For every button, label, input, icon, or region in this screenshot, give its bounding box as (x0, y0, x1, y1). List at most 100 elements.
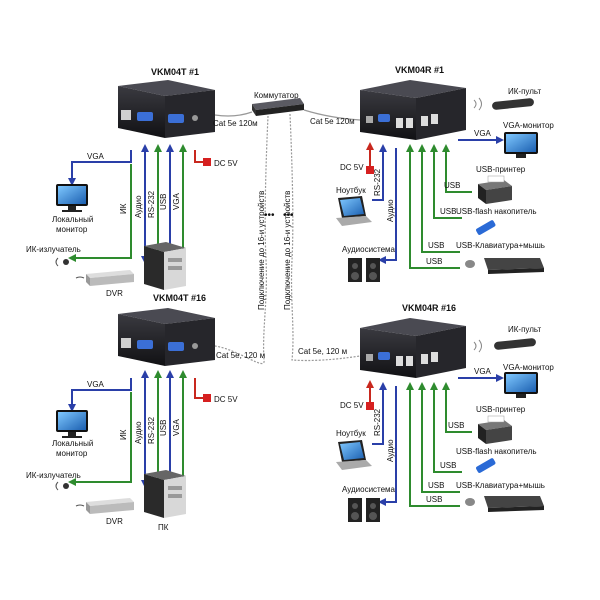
rx1-usb-label-2: USB (440, 207, 456, 216)
switch-label: Коммутатор (254, 91, 299, 100)
vga-monitor-label-1: VGA-монитор (503, 121, 554, 130)
usb-kbd-label-1: USB-Клавиатура+мышь (456, 241, 545, 250)
dc-power-plug (366, 166, 374, 174)
usb-flash-1 (476, 220, 496, 235)
usb-printer-16 (478, 415, 512, 444)
usb-flash-label-1: USB-flash накопитель (456, 207, 537, 216)
rx16-signals (366, 374, 504, 507)
svg-text:•••: ••• (264, 210, 275, 221)
vga-monitor-1 (504, 132, 538, 158)
tx1-cable-label: Cat 5e 120м (213, 119, 258, 128)
usb-port (431, 114, 438, 124)
usb-printer-1 (478, 175, 512, 204)
speakers-1 (348, 258, 380, 282)
vga-port (168, 342, 184, 351)
rx1-title: VKM04R #1 (395, 65, 444, 75)
dvr-label-1: DVR (106, 289, 123, 298)
tx16-usb-label: USB (159, 420, 168, 436)
local-monitor-1 (56, 184, 88, 212)
svg-text:•••: ••• (283, 210, 294, 221)
usb-printer-label-16: USB-принтер (476, 405, 526, 414)
rx16-usb-label-2: USB (440, 461, 456, 470)
laptop-label-1: Ноутбук (336, 186, 366, 195)
rx16-usb-label-4: USB (426, 495, 442, 504)
tx1-vga2-label: VGA (172, 192, 181, 210)
speakers-label-16: Аудиосистема (342, 485, 396, 494)
vga-port (137, 340, 153, 349)
usb-keyboard-mouse-16 (465, 496, 544, 512)
usb-keyboard-mouse-1 (465, 258, 544, 274)
ir-remote-1 (473, 97, 534, 111)
dc-power-plug (366, 402, 374, 410)
laptop-16 (336, 440, 372, 470)
usb-flash-label-16: USB-flash накопитель (456, 447, 537, 456)
usb-kbd-label-16: USB-Клавиатура+мышь (456, 481, 545, 490)
rx1-unit: VKM04R #1 (360, 65, 466, 140)
laptop-label-16: Ноутбук (336, 429, 366, 438)
tx16-cable-label: Cat 5e, 120 м (216, 351, 265, 360)
tx16-title: VKM04T #16 (153, 293, 206, 303)
speakers-16 (348, 498, 380, 522)
tx1-rs232-label: RS-232 (147, 190, 156, 218)
usb-port (421, 116, 428, 126)
tx16-signals (68, 370, 205, 488)
tx1-ik-label: ИК (119, 203, 128, 214)
dvr-1 (75, 270, 134, 286)
rx1-signals (366, 136, 504, 269)
tx1-dc-label: DC 5V (214, 159, 238, 168)
ir-emitter-label-1: ИК-излучатель (26, 245, 81, 254)
rx16-dc-label: DC 5V (340, 401, 364, 410)
ir-remote-label-16: ИК-пульт (508, 325, 541, 334)
usb-port (431, 352, 438, 362)
vga-monitor-label-16: VGA-монитор (503, 363, 554, 372)
rx16-title: VKM04R #16 (402, 303, 456, 313)
tx16-dc-label: DC 5V (214, 395, 238, 404)
dc-power-plug (203, 158, 211, 166)
tx1-unit: VKM04T #1 (118, 67, 215, 138)
usb-port (396, 356, 403, 366)
ir-emitter-label-16: ИК-излучатель (26, 471, 81, 480)
chain-label-right: Подключение до 16-и устройств (283, 191, 292, 310)
tx16-vga2-label: VGA (172, 418, 181, 436)
ir-emitter-icon (55, 481, 69, 491)
cat5e-cables (214, 109, 361, 365)
vga-port (137, 112, 153, 121)
rx1-usb-label-4: USB (426, 257, 442, 266)
laptop-1 (336, 196, 372, 226)
ir-remote-16 (473, 338, 536, 353)
usb-port (396, 118, 403, 128)
local-monitor-16 (56, 410, 88, 438)
rx16-cable-label: Cat 5e, 120 м (298, 347, 347, 356)
rx1-usb-label-3: USB (428, 241, 444, 250)
tx16-vga-label: VGA (87, 380, 105, 389)
pc-tower-16 (144, 470, 186, 518)
tx1-usb-label: USB (159, 194, 168, 210)
usb-flash-16 (476, 458, 496, 473)
tx16-rs232-label: RS-232 (147, 416, 156, 444)
rx1-cable-label: Cat 5e 120м (310, 117, 355, 126)
ir-remote-label-1: ИК-пульт (508, 87, 541, 96)
dvr-label-16: DVR (106, 517, 123, 526)
rx16-usb-label-3: USB (428, 481, 444, 490)
pc-label: ПК (158, 523, 169, 532)
vga-port (378, 352, 390, 360)
dvr-16 (75, 498, 134, 514)
rx16-usb-label-1: USB (448, 421, 464, 430)
rx1-rs232-label: RS-232 (373, 168, 382, 196)
tx16-audio-label: Аудио (134, 421, 143, 444)
vga-monitor-16 (504, 372, 538, 398)
chain-label-left: Подключение до 16-и устройств (257, 191, 266, 310)
tx16-unit: VKM04T #16 (118, 293, 215, 366)
tx16-ik-label: ИК (119, 429, 128, 440)
rj45-port (121, 338, 131, 348)
pc-tower-1 (144, 242, 186, 290)
rx1-vga-label: VGA (474, 129, 492, 138)
vga-port (378, 114, 390, 122)
rx1-audio-label: Аудио (386, 199, 395, 222)
usb-port (421, 354, 428, 364)
rx16-unit: VKM04R #16 (360, 303, 466, 378)
tx1-title: VKM04T #1 (151, 67, 199, 77)
